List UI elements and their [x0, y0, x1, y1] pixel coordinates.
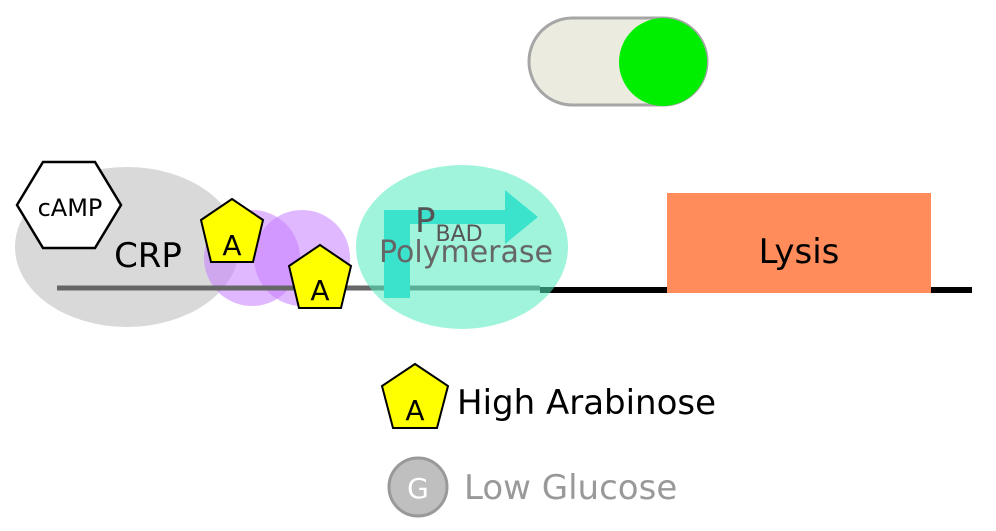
crp-label: CRP — [114, 236, 182, 276]
promoter-subscript: BAD — [436, 222, 483, 247]
polymerase-label: Polymerase — [379, 235, 553, 270]
legend-arabinose-label: High Arabinose — [457, 383, 716, 423]
legend: A High Arabinose G Low Glucose — [380, 362, 716, 518]
lysis-gene: Lysis — [667, 193, 931, 293]
arabinose-marker-2: A — [287, 243, 353, 309]
toggle-switch[interactable] — [527, 16, 709, 107]
arabinose-symbol: A — [310, 274, 329, 307]
lysis-box — [667, 193, 931, 293]
lysis-label: Lysis — [759, 232, 840, 272]
camp-hexagon — [15, 160, 123, 250]
legend-glucose-label: Low Glucose — [464, 468, 677, 508]
toggle-knob[interactable] — [619, 18, 707, 106]
arabinose-symbol: A — [222, 229, 241, 262]
camp-molecule: cAMP — [15, 160, 123, 250]
arabinose-marker-1: A — [199, 197, 265, 263]
legend-item-arabinose: A High Arabinose — [380, 362, 716, 429]
legend-glucose-symbol: G — [407, 472, 429, 505]
legend-arabinose-symbol: A — [405, 394, 424, 427]
camp-label: cAMP — [38, 194, 103, 222]
legend-item-glucose: G Low Glucose — [387, 456, 677, 518]
promoter-main: P — [415, 201, 436, 241]
glucose-circle-icon — [387, 456, 449, 518]
rna-polymerase: PBAD Polymerase — [356, 165, 568, 329]
promoter-label: PBAD — [415, 201, 483, 247]
arabinose-pentagon — [199, 197, 265, 263]
polymerase-ellipse — [356, 165, 568, 329]
arabinose-pentagon-icon — [380, 362, 450, 429]
arabinose-pentagon — [287, 243, 353, 309]
